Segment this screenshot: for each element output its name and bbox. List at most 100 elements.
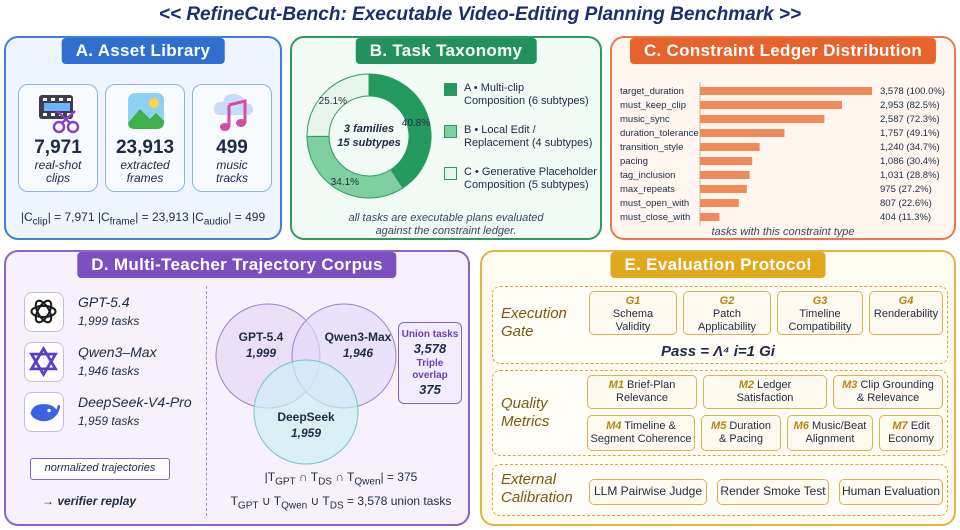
teacher-name-deepseek: DeepSeek-V4-Pro xyxy=(78,394,192,410)
venn-label-deepseek: DeepSeek xyxy=(277,410,335,424)
clips-count: 7,971 xyxy=(34,137,82,158)
task-taxonomy-title: B. Task Taxonomy xyxy=(355,38,537,64)
asset-library-title: A. Asset Library xyxy=(61,38,225,64)
task-taxonomy-panel: B. Task Taxonomy 3 families 15 subtypes … xyxy=(290,36,602,240)
union-value: 3,578 xyxy=(413,341,447,356)
bar-category-label: must_keep_clip xyxy=(620,100,686,111)
human-evaluation-box: Human Evaluation xyxy=(839,479,943,505)
teacher-name-gpt: GPT-5.4 xyxy=(78,294,130,310)
donut-slice-label-b: 34.1% xyxy=(331,177,359,188)
bar-value-label: 2,587 (72.3%) xyxy=(880,114,940,125)
bar-value-label: 1,086 (30.4%) xyxy=(880,156,940,167)
donut-slice-label-a: 40.8% xyxy=(402,118,430,129)
bar-value-label: 1,757 (49.1%) xyxy=(880,128,940,139)
bar-must-keep-clip xyxy=(700,101,842,109)
metric-m3-box: M3 Clip Grounding& Relevance xyxy=(833,375,943,409)
overlap-title: Triple overlap xyxy=(412,358,448,381)
bar-value-label: 1,031 (28.8%) xyxy=(880,170,940,181)
donut-slice-a xyxy=(368,73,432,189)
intersection-formula: |TGPT ∩ TDS ∩ TQwen| = 375 xyxy=(264,470,418,488)
bar-category-label: tag_inclusion xyxy=(620,170,675,181)
corpus-divider xyxy=(206,286,207,516)
venn-circle-deepseek xyxy=(253,359,359,465)
teacher-venn-diagram xyxy=(215,303,397,465)
bar-value-label: 404 (11.3%) xyxy=(880,212,931,223)
bar-tag-inclusion xyxy=(700,171,750,179)
trajectory-corpus-panel: D. Multi-Teacher Trajectory Corpus GPT-5… xyxy=(4,250,470,526)
venn-count-gpt: 1,999 xyxy=(245,346,277,360)
verifier-replay-label: → verifier replay xyxy=(42,494,137,508)
render-smoke-test-box: Render Smoke Test xyxy=(717,479,829,505)
evaluation-protocol-title: E. Evaluation Protocol xyxy=(610,252,826,278)
bar-category-label: transition_style xyxy=(620,142,683,153)
llm-pairwise-judge-box: LLM Pairwise Judge xyxy=(589,479,707,505)
union-formula: TGPT ∪ TQwen ∪ TDS = 3,578 union tasks xyxy=(230,494,452,512)
bar-must-close-with xyxy=(700,213,720,221)
pass-formula: Pass = Λ⁴ i=1 Gi xyxy=(661,343,775,360)
bar-max-repeats xyxy=(700,185,747,193)
bar-music-sync xyxy=(700,115,825,123)
bar-category-label: must_open_with xyxy=(620,198,689,209)
bar-value-label: 807 (22.6%) xyxy=(880,198,932,209)
legend-swatch-c xyxy=(444,167,457,180)
music-cloud-icon xyxy=(213,93,253,131)
trajectory-corpus-title: D. Multi-Teacher Trajectory Corpus xyxy=(77,252,397,278)
bar-must-open-with xyxy=(700,199,739,207)
bar-transition-style xyxy=(700,143,760,151)
qwen-logo-icon xyxy=(24,342,64,382)
venn-count-qwen: 1,946 xyxy=(342,346,374,360)
donut-slice-label-c: 25.1% xyxy=(319,96,347,107)
deepseek-logo-icon xyxy=(24,392,64,432)
donut-center-line-1: 3 families xyxy=(344,123,394,135)
taxonomy-note: all tasks are executable plans evaluated… xyxy=(348,212,544,237)
frames-count: 23,913 xyxy=(115,137,175,158)
music-count: 499 xyxy=(216,137,248,158)
bar-category-label: max_repeats xyxy=(620,184,675,195)
teacher-name-qwen: Qwen3–Max xyxy=(78,344,157,360)
bar-category-label: duration_tolerance xyxy=(620,128,699,139)
constraint-bar-chart: target_duration 3,578 (100.0%) must_keep_c… xyxy=(620,82,945,226)
union-summary-box: Union tasks 3,578 Triple overlap 375 xyxy=(398,322,462,404)
donut-center-line-2: 15 subtypes xyxy=(337,137,401,149)
film-scissors-icon xyxy=(39,95,80,134)
metric-m5-box: M5 Duration& Pacing xyxy=(701,415,781,451)
donut-slice-c xyxy=(306,73,370,137)
bar-value-label: 3,578 (100.0%) xyxy=(880,86,945,97)
teacher-count-qwen: 1,946 tasks xyxy=(78,364,140,378)
page-title: << RefineCut-Bench: Executable Video-Edi… xyxy=(158,4,802,25)
bar-duration-tolerance xyxy=(700,129,785,137)
bar-category-label: music_sync xyxy=(620,114,670,125)
venn-label-gpt: GPT-5.4 xyxy=(238,330,284,344)
normalized-trajectories-box: normalized trajectories xyxy=(30,458,170,480)
bar-category-label: must_close_with xyxy=(620,212,690,223)
bar-category-label: pacing xyxy=(620,156,648,167)
bar-value-label: 975 (27.2%) xyxy=(880,184,932,195)
constraint-ledger-panel: C. Constraint Ledger Distribution target… xyxy=(610,36,956,240)
bar-category-label: target_duration xyxy=(620,86,684,97)
image-frame-icon xyxy=(128,93,164,129)
bar-value-label: 1,240 (34.7%) xyxy=(880,142,940,153)
bar-target-duration xyxy=(700,87,872,95)
constraint-ledger-title: C. Constraint Ledger Distribution xyxy=(629,38,937,64)
legend-swatch-a xyxy=(444,83,457,96)
constraint-note: tasks with this constraint type xyxy=(711,226,855,238)
taxonomy-donut-chart: 3 families 15 subtypes 40.8% 34.1% 25.1% xyxy=(306,73,432,199)
